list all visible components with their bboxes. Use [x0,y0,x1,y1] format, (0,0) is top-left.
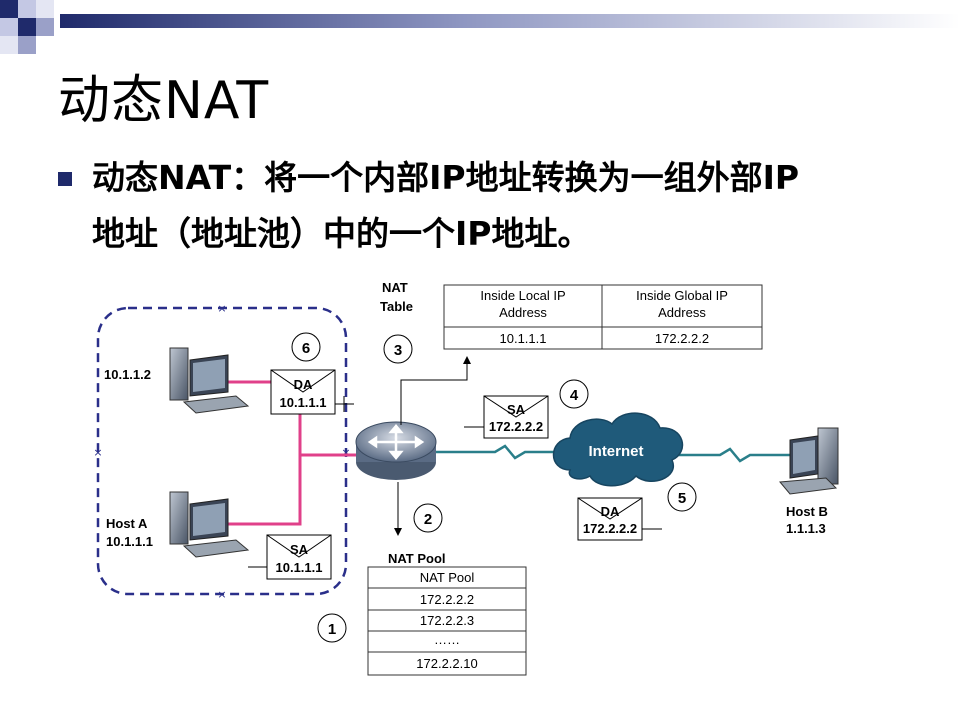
outside-links [430,444,790,463]
packet-sa-outside-type: SA [507,402,526,417]
title-bar-decoration [0,0,960,54]
nat-pool-row: …… [434,632,460,647]
nat-router-icon [355,421,437,480]
host-a-label: Host A [106,516,148,531]
packet-da-inside: DA 10.1.1.1 [270,369,354,415]
boundary-cross-marker: × [217,302,226,315]
packet-sa-outside-addr: 172.2.2.2 [489,419,543,434]
bullet-text: 动态NAT：将一个内部IP地址转换为一组外部IP 地址（地址池）中的一个IP地址… [92,150,892,262]
host-b-ip: 1.1.1.3 [786,521,826,536]
packet-da-outside: DA 172.2.2.2 [577,497,662,541]
internet-cloud-icon [552,412,684,487]
nat-pool-row: 172.2.2.3 [420,613,474,628]
step-circle-1: 1 [317,613,347,643]
nat-pool-table: NAT Pool 172.2.2.2 172.2.2.3 …… 172.2.2.… [367,566,527,676]
packet-da-inside-addr: 10.1.1.1 [280,395,327,410]
nat-pool-title: NAT Pool [388,551,446,566]
nat-pool-row: 172.2.2.10 [416,656,477,671]
nat-pool-row: NAT Pool [420,570,475,585]
inside-links [228,380,360,526]
host-b-pc-icon [779,427,839,495]
step-circle-4: 4 [559,379,589,409]
nat-pool-row: 172.2.2.2 [420,592,474,607]
nat-table-title: NAT [382,280,408,295]
svg-text:5: 5 [678,490,686,507]
inside-network-boundary [96,306,348,596]
nat-table-header-global: Inside Global IP [636,288,728,303]
boundary-cross-marker: × [341,446,350,459]
svg-text:4: 4 [570,387,579,404]
packet-da-inside-type: DA [294,377,313,392]
host-a-pc-icon [169,491,250,558]
nat-table-header-global-2: Address [658,305,706,320]
bullet-line-1: 动态NAT：将一个内部IP地址转换为一组外部IP [92,158,800,197]
bullet-line-2: 地址（地址池）中的一个IP地址。 [92,214,591,253]
svg-text:2: 2 [424,511,432,528]
host-pc-icon [169,347,250,414]
host-top-ip: 10.1.1.2 [104,367,151,382]
step-circle-6: 6 [291,332,321,362]
arrow-to-nat-table [400,356,471,425]
step-circle-2: 2 [413,503,443,533]
nat-table-cell-global: 172.2.2.2 [655,331,709,346]
packet-sa-inside-addr: 10.1.1.1 [276,560,323,575]
nat-table-header-local: Inside Local IP [480,288,565,303]
host-b-label: Host B [786,504,828,519]
bullet-square-icon [58,172,72,186]
boundary-cross-marker: × [93,446,102,459]
nat-table: Inside Local IP Address Inside Global IP… [443,284,763,350]
slide-title: 动态NAT [58,71,270,131]
nat-table-header-local-2: Address [499,305,547,320]
step-circle-3: 3 [383,334,413,364]
boundary-cross-marker: × [217,588,226,601]
internet-label: Internet [588,443,643,460]
nat-table-cell-local: 10.1.1.1 [500,331,547,346]
packet-da-outside-addr: 172.2.2.2 [583,521,637,536]
step-circle-5: 5 [667,482,697,512]
svg-text:3: 3 [394,342,402,359]
packet-da-outside-type: DA [601,504,620,519]
nat-table-title-2: Table [380,299,413,314]
svg-text:6: 6 [302,340,310,357]
host-a-ip: 10.1.1.1 [106,534,153,549]
packet-sa-inside-type: SA [290,542,309,557]
packet-sa-outside: SA 172.2.2.2 [464,395,549,439]
packet-sa-inside: SA 10.1.1.1 [248,534,332,580]
svg-text:1: 1 [328,621,336,638]
